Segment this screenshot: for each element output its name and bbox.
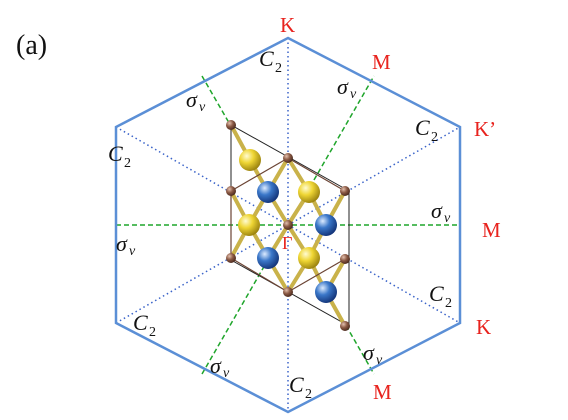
svg-text:v: v	[199, 100, 206, 115]
sigma-v-label-right: σ v	[431, 198, 451, 226]
point-k-lower-right: K	[476, 315, 491, 339]
svg-text:v: v	[444, 211, 451, 226]
svg-text:σ: σ	[116, 231, 128, 256]
svg-text:2: 2	[305, 387, 312, 402]
svg-text:C: C	[415, 115, 430, 140]
c2-axes	[115, 38, 461, 412]
c2-labels: C 2 C 2 C 2 C 2 C 2 C 2	[108, 46, 452, 402]
c2-label-bottom: C 2	[289, 372, 312, 402]
panel-label: (a)	[16, 30, 47, 61]
sigma-v-label-lower-left: σ v	[210, 353, 230, 381]
point-m-right: M	[482, 218, 501, 242]
svg-text:v: v	[129, 244, 136, 259]
c2-label-lower-right: C 2	[429, 281, 452, 311]
cell-edges	[230, 157, 346, 293]
c2-label-upper-right: C 2	[415, 115, 438, 145]
svg-text:C: C	[133, 310, 148, 335]
svg-text:σ: σ	[431, 198, 443, 223]
sigma-v-label-upper-right: σ v	[337, 74, 357, 102]
svg-text:C: C	[289, 372, 304, 397]
crystal-structure	[226, 120, 350, 331]
svg-text:σ: σ	[363, 340, 375, 365]
c2-axis-descending	[115, 126, 461, 324]
svg-text:2: 2	[149, 325, 156, 340]
c2-label-top: C 2	[259, 46, 282, 76]
c2-label-left: C 2	[108, 141, 131, 171]
atoms-yellow	[238, 149, 320, 269]
atoms-blue	[257, 181, 337, 303]
point-k-top: K	[280, 13, 295, 37]
svg-text:2: 2	[445, 296, 452, 311]
gamma-label: Γ	[282, 233, 292, 253]
brillouin-zone-hexagon	[114, 36, 462, 414]
svg-text:v: v	[376, 353, 383, 368]
c2-label-lower-left: C 2	[133, 310, 156, 340]
svg-text:2: 2	[431, 130, 438, 145]
svg-text:σ: σ	[337, 74, 349, 99]
sigma-v-label-left: σ v	[116, 231, 136, 259]
c2-axis-ascending	[115, 126, 461, 324]
point-m-upper-right: M	[372, 50, 391, 74]
svg-text:C: C	[429, 281, 444, 306]
svg-text:σ: σ	[186, 87, 198, 112]
svg-text:2: 2	[275, 61, 282, 76]
point-k-prime: K’	[474, 117, 496, 141]
point-m-bottom: M	[373, 380, 392, 404]
high-symmetry-points: K M K’ M K M	[280, 13, 501, 404]
svg-text:2: 2	[124, 156, 131, 171]
svg-text:v: v	[223, 366, 230, 381]
sigma-v-label-lower-right: σ v	[363, 340, 383, 368]
sigma-v-label-upper-left: σ v	[186, 87, 206, 115]
svg-text:C: C	[108, 141, 123, 166]
sigma-v-labels: σ v σ v σ v σ v σ v σ v	[116, 74, 451, 381]
svg-text:v: v	[350, 87, 357, 102]
svg-text:σ: σ	[210, 353, 222, 378]
svg-text:C: C	[259, 46, 274, 71]
